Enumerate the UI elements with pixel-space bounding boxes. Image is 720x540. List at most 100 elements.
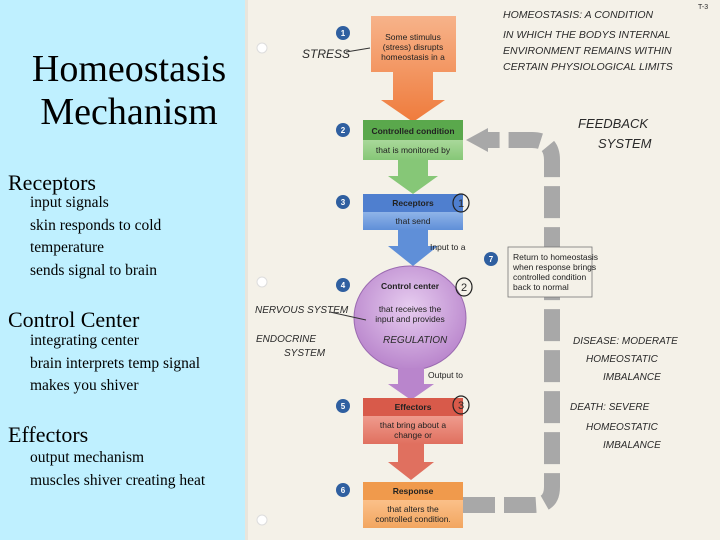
output-label: Output to xyxy=(428,370,463,380)
step-number: 6 xyxy=(341,486,346,495)
arrow-down xyxy=(388,444,434,480)
step-subtitle: that receives the xyxy=(379,304,442,314)
step-number: 5 xyxy=(341,402,346,411)
step-text: (stress) disrupts xyxy=(383,42,443,52)
effectors-body xyxy=(363,416,463,444)
endocrine-label: ENDOCRINE xyxy=(256,334,316,345)
step-badge-4 xyxy=(336,278,350,292)
title-line-2: Mechanism xyxy=(40,91,218,133)
regulation-label: REGULATION xyxy=(383,335,448,346)
homeostasis-figure: T-3 HOMEOSTASIS: A CONDITION IN WHICH TH… xyxy=(245,0,720,540)
feedback-arrowhead xyxy=(466,128,488,152)
step-text: Return to homeostasis xyxy=(513,252,598,262)
step-subtitle: that send xyxy=(396,216,431,226)
endocrine-label: SYSTEM xyxy=(284,348,326,359)
step-subtitle: that is monitored by xyxy=(376,145,451,155)
section-effectors-items: output mechanism muscles shiver creating… xyxy=(30,447,205,492)
circled-number xyxy=(455,277,473,297)
feedback-label: FEEDBACK xyxy=(578,116,649,131)
definition-line: CERTAIN PHYSIOLOGICAL LIMITS xyxy=(503,61,673,73)
death-note: DEATH: SEVERE HOMEOSTATIC IMBALANCE xyxy=(570,402,661,451)
list-item: integrating center xyxy=(30,332,139,349)
definition-line: HOMEOSTASIS: A CONDITION xyxy=(503,9,654,21)
list-item: sends signal to brain xyxy=(30,261,157,279)
return-homeostasis-box xyxy=(507,246,593,298)
arrow-down xyxy=(388,230,438,266)
step-subtitle: that alters the xyxy=(387,504,439,514)
text-panel: Homeostasis Mechanism Receptors input si… xyxy=(0,0,245,540)
list-item: input signals xyxy=(30,194,109,211)
arrow-down xyxy=(388,368,434,400)
binder-hole xyxy=(256,276,268,288)
figure-svg: T-3 HOMEOSTASIS: A CONDITION IN WHICH TH… xyxy=(255,4,708,528)
step-1-text: Some stimulus (stress) disrupts homeosta… xyxy=(381,32,445,62)
section-control-items: integrating center brain interprets temp… xyxy=(30,330,200,398)
definition-line: ENVIRONMENT REMAINS WITHIN xyxy=(503,45,672,57)
circled-number-text: 3 xyxy=(458,400,464,412)
title-line-1: Homeostasis xyxy=(31,48,227,90)
step-subtitle: input and provides xyxy=(375,314,444,324)
step-text: when response brings xyxy=(512,262,596,272)
step-title: Effectors xyxy=(395,402,432,412)
feedback-label: SYSTEM xyxy=(598,136,652,151)
step-badge-7 xyxy=(484,252,498,266)
step-text: homeostasis in a xyxy=(381,52,445,62)
section-receptors-heading: Receptors xyxy=(8,170,96,195)
step-subtitle: change or xyxy=(394,430,432,440)
disease-line: IMBALANCE xyxy=(603,372,661,383)
step-title: Response xyxy=(393,486,434,496)
death-line: IMBALANCE xyxy=(603,440,661,451)
death-line: DEATH: SEVERE xyxy=(570,402,650,413)
disease-note: DISEASE: MODERATE HOMEOSTATIC IMBALANCE xyxy=(573,336,678,383)
nervous-system-label: NERVOUS SYSTEM xyxy=(255,305,349,316)
circled-number xyxy=(452,395,470,415)
disease-line: DISEASE: MODERATE xyxy=(573,336,678,347)
step-text: Some stimulus xyxy=(385,32,441,42)
step-badge-6 xyxy=(336,483,350,497)
receptors-header xyxy=(363,194,463,212)
list-item: temperature xyxy=(30,239,105,256)
section-effectors-heading: Effectors xyxy=(8,422,89,447)
homeostasis-definition: HOMEOSTASIS: A CONDITION IN WHICH THE BO… xyxy=(503,9,673,73)
receptors-body xyxy=(363,212,463,230)
binder-hole xyxy=(256,514,268,526)
step-badge-1 xyxy=(336,26,350,40)
step-title: Control center xyxy=(381,281,440,291)
circled-number-text: 1 xyxy=(458,198,464,210)
slide-title: Homeostasis Mechanism xyxy=(0,48,258,134)
step-badge-5 xyxy=(336,399,350,413)
circled-number xyxy=(452,193,470,213)
input-label: Input to a xyxy=(430,242,466,252)
list-item: brain interprets temp signal xyxy=(30,354,201,372)
controlled-condition-header xyxy=(363,120,463,140)
circled-number-text: 2 xyxy=(461,282,467,294)
list-item: muscles shiver creating heat xyxy=(30,471,206,489)
step-7-text: Return to homeostasis when response brin… xyxy=(512,252,598,292)
step-text: controlled condition xyxy=(513,272,587,282)
step-subtitle: controlled condition. xyxy=(375,514,451,524)
arrow-down xyxy=(388,160,438,194)
step-number: 4 xyxy=(341,281,346,290)
section-control-heading: Control Center xyxy=(8,307,140,332)
step-number: 2 xyxy=(341,126,346,135)
section-receptors-items: input signals skin responds to cold temp… xyxy=(30,192,161,282)
nervous-pointer xyxy=(329,311,367,321)
step-badge-2 xyxy=(336,123,350,137)
step-subtitle: that bring about a xyxy=(380,420,446,430)
death-line: HOMEOSTATIC xyxy=(586,422,659,433)
feedback-loop xyxy=(463,132,560,513)
step-number: 7 xyxy=(489,255,494,264)
stimulus-arrow-box xyxy=(371,16,456,122)
effectors-header xyxy=(363,398,463,416)
page-label: T-3 xyxy=(698,4,708,11)
controlled-condition-body xyxy=(363,140,463,160)
step-text: back to normal xyxy=(513,282,569,292)
list-item: makes you shiver xyxy=(30,377,139,394)
stress-pointer xyxy=(345,47,371,53)
response-header xyxy=(363,482,463,500)
response-body xyxy=(363,500,463,528)
step-title: Controlled condition xyxy=(371,126,454,136)
definition-line: IN WHICH THE BODYS INTERNAL xyxy=(503,29,671,41)
step-badge-3 xyxy=(336,195,350,209)
step-title: Receptors xyxy=(392,198,434,208)
